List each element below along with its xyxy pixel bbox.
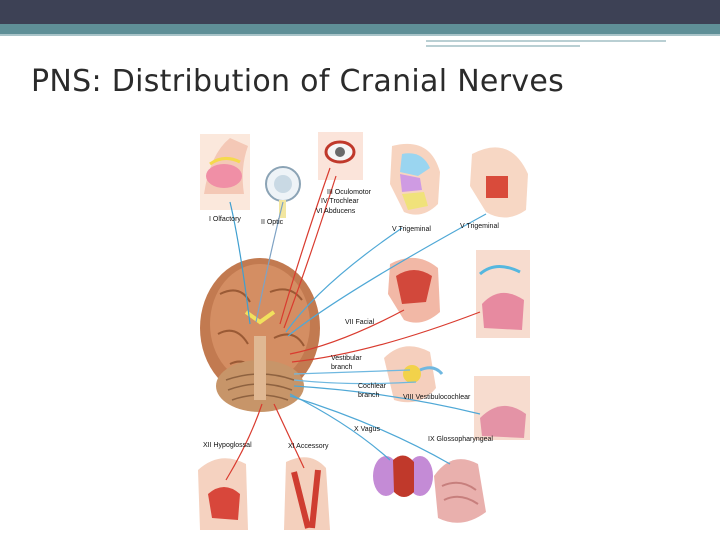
header-bar [0, 0, 720, 24]
thoracic-organs-image [373, 455, 433, 497]
label-olfactory: I Olfactory [209, 216, 241, 223]
label-trigeminal-right: V Trigeminal [460, 223, 499, 230]
jaw-muscles-image [470, 147, 528, 218]
label-cochlear-line1: Cochlear [358, 383, 387, 390]
label-glossopharyngeal: IX Glossopharyngeal [428, 436, 493, 443]
nasal-cavity-image [200, 134, 250, 210]
label-vestibular-line2: branch [331, 364, 353, 371]
header-divider-line [0, 34, 720, 36]
neck-muscles-image [284, 457, 330, 530]
abdominal-organs-image [434, 459, 486, 523]
label-cochlear-line2: branch [358, 392, 380, 399]
label-vestibular-line1: Vestibular [331, 355, 362, 362]
label-abducens: VI Abducens [316, 208, 356, 215]
label-optic: II Optic [261, 219, 284, 226]
throat-image [474, 376, 530, 440]
facial-muscles-image [388, 257, 440, 323]
nerve-lines [225, 167, 487, 481]
eye-muscles-image [318, 132, 363, 180]
label-accessory: XI Accessory [288, 443, 329, 450]
label-hypoglossal: XII Hypoglossal [203, 442, 252, 449]
oral-cavity-image [476, 250, 530, 338]
header-stripe [0, 24, 720, 34]
slide-title: PNS: Distribution of Cranial Nerves [31, 64, 565, 99]
label-trochlear: IV Trochlear [321, 198, 359, 205]
brain-image [200, 258, 320, 412]
label-facial: VII Facial [345, 319, 375, 326]
face-trigeminal-image [390, 143, 440, 215]
header-accent-line-long [426, 40, 666, 42]
label-vagus: X Vagus [354, 426, 380, 433]
label-trigeminal-left: V Trigeminal [392, 226, 431, 233]
cranial-nerves-illustration: I Olfactory II Optic III Oculomotor IV T… [198, 132, 530, 530]
eyeball-image [265, 166, 301, 218]
tongue-image [198, 458, 248, 530]
header-accent-line-short [426, 45, 580, 47]
label-oculomotor: III Oculomotor [327, 189, 372, 196]
label-vestibulocochlear: VIII Vestibulocochlear [403, 394, 471, 401]
